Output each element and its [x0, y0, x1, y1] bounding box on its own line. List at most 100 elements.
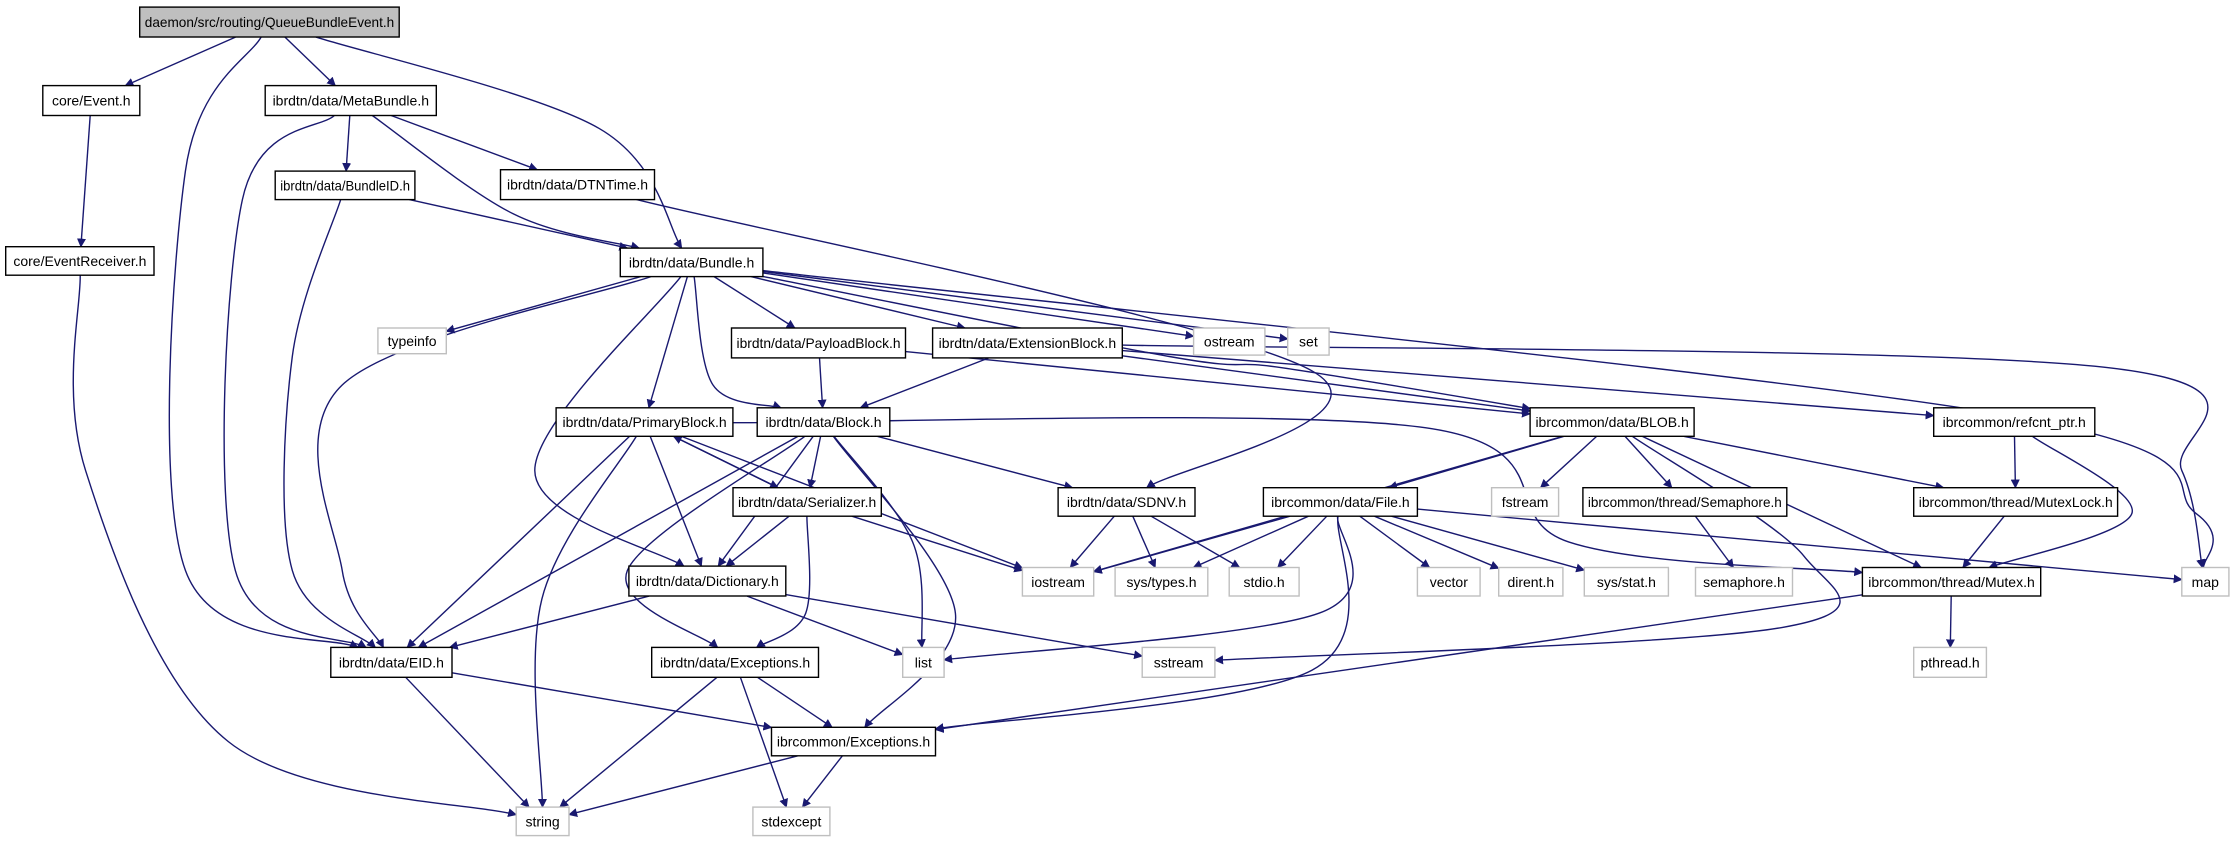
node-dtntime[interactable]: ibrdtn/data/DTNTime.h [499, 168, 656, 201]
node-string: string [515, 806, 570, 837]
edge-bundle-to-ostream [762, 272, 1195, 340]
node-box [2181, 566, 2230, 597]
node-box [1583, 566, 1670, 597]
edge-serializer-to-iostream [851, 515, 1024, 573]
edge-refcnt-to-mutex [1988, 435, 2133, 569]
node-label: vector [1430, 574, 1468, 590]
edge-mutex-to-pthread [1945, 596, 1955, 649]
node-box [619, 247, 764, 278]
node-dtnexceptions[interactable]: ibrdtn/data/Exceptions.h [651, 646, 820, 679]
node-label: fstream [1502, 494, 1549, 510]
node-stdexcept: stdexcept [752, 806, 831, 837]
edge-file-to-sysstat [1391, 515, 1586, 573]
node-vector: vector [1416, 566, 1481, 597]
node-label: ibrdtn/data/Exceptions.h [660, 654, 810, 670]
node-event[interactable]: core/Event.h [42, 84, 141, 117]
node-box [756, 407, 891, 437]
node-box [377, 327, 447, 355]
node-label: ibrdtn/data/Bundle.h [629, 254, 754, 270]
edge-eventreceiver-to-string [72, 275, 518, 818]
node-blob[interactable]: ibrcommon/data/BLOB.h [1529, 407, 1695, 437]
node-box [1912, 487, 2119, 517]
edge-payloadblock-to-block [817, 357, 827, 409]
edge-qbe-to-eid [168, 36, 359, 649]
node-bundle[interactable]: ibrdtn/data/Bundle.h [619, 247, 764, 278]
node-box [264, 84, 438, 117]
node-semaphore[interactable]: ibrcommon/thread/Semaphore.h [1582, 487, 1788, 517]
edge-qbe-to-bundle [315, 36, 683, 249]
node-box [42, 84, 141, 117]
edge-file-to-map [1417, 508, 2183, 584]
node-ostream: ostream [1192, 327, 1266, 356]
edges-layer [72, 36, 2214, 818]
node-payloadblock[interactable]: ibrdtn/data/PayloadBlock.h [730, 327, 907, 359]
node-comexceptions[interactable]: ibrcommon/Exceptions.h [770, 726, 937, 757]
node-extensionblock[interactable]: ibrdtn/data/ExtensionBlock.h [931, 327, 1123, 359]
edge-block-to-serializer [807, 436, 822, 489]
node-systypes: sys/types.h [1114, 566, 1209, 597]
node-label: ibrdtn/data/MetaBundle.h [273, 93, 429, 109]
node-box [555, 407, 734, 437]
node-qbe[interactable]: daemon/src/routing/QueueBundleEvent.h [138, 6, 400, 38]
node-box [732, 487, 883, 517]
node-box [1932, 407, 2096, 437]
edge-dtnexceptions-to-string [559, 676, 718, 808]
node-block[interactable]: ibrdtn/data/Block.h [756, 407, 891, 437]
node-label: ibrdtn/data/ExtensionBlock.h [939, 335, 1116, 351]
node-eid[interactable]: ibrdtn/data/EID.h [330, 646, 453, 679]
node-label: ibrdtn/data/BundleID.h [280, 177, 410, 193]
edge-primaryblock-to-string [534, 436, 637, 808]
node-file[interactable]: ibrcommon/data/File.h [1262, 487, 1419, 517]
node-stdio: stdio.h [1228, 566, 1300, 597]
node-box [902, 646, 945, 679]
node-label: list [915, 654, 932, 670]
node-box [1141, 646, 1216, 679]
edge-primaryblock-to-dictionary [649, 436, 703, 567]
edge-eid-to-comexceptions [451, 672, 773, 731]
edge-dictionary-to-sstream [785, 593, 1144, 660]
node-label: dirent.h [1507, 574, 1554, 590]
node-refcnt[interactable]: ibrcommon/refcnt_ptr.h [1932, 407, 2096, 437]
node-sdnv[interactable]: ibrdtn/data/SDNV.h [1057, 487, 1196, 517]
edge-dictionary-to-eid [448, 595, 650, 650]
node-primaryblock[interactable]: ibrdtn/data/PrimaryBlock.h [555, 407, 734, 437]
edge-event-to-eventreceiver [76, 115, 91, 248]
edge-dtnexceptions-to-comexceptions [757, 676, 833, 728]
node-fstream: fstream [1490, 487, 1560, 517]
node-dictionary[interactable]: ibrdtn/data/Dictionary.h [628, 565, 787, 597]
node-label: typeinfo [388, 333, 437, 349]
edge-semaphore-to-semaphoreh [1694, 515, 1734, 569]
node-box [1192, 327, 1266, 356]
node-sysstat: sys/stat.h [1583, 566, 1670, 597]
edge-eid-to-string [405, 676, 530, 808]
node-sstream: sstream [1141, 646, 1216, 679]
node-serializer[interactable]: ibrdtn/data/Serializer.h [732, 487, 883, 517]
edge-metabundle-to-bundle [371, 114, 641, 251]
node-label: sstream [1154, 654, 1204, 670]
node-label: set [1299, 334, 1318, 350]
node-label: ibrdtn/data/Dictionary.h [636, 573, 779, 589]
edge-block-to-sdnv [877, 435, 1074, 490]
edge-metabundle-to-dtntime [390, 114, 539, 172]
node-label: string [525, 813, 559, 829]
edge-primaryblock-to-eid [406, 435, 630, 649]
node-box [330, 646, 453, 679]
edge-block-to-list [833, 435, 926, 649]
edge-file-to-list [943, 516, 1354, 664]
edge-dtntime-to-sdnv [636, 198, 1332, 489]
node-list: list [902, 646, 945, 679]
edge-bundle-to-payloadblock [713, 276, 796, 329]
node-label: ostream [1204, 334, 1255, 350]
node-label: ibrcommon/data/File.h [1271, 494, 1410, 510]
node-metabundle[interactable]: ibrdtn/data/MetaBundle.h [264, 84, 438, 117]
node-label: ibrdtn/data/SDNV.h [1067, 494, 1186, 510]
node-bundleid[interactable]: ibrdtn/data/BundleID.h [274, 170, 416, 201]
node-label: sys/types.h [1126, 574, 1196, 590]
node-mutex[interactable]: ibrcommon/thread/Mutex.h [1861, 566, 2042, 597]
edge-payloadblock-to-blob [905, 350, 1531, 418]
node-mutexlock[interactable]: ibrcommon/thread/MutexLock.h [1912, 487, 2119, 517]
node-label: map [2192, 574, 2219, 590]
edge-primaryblock-to-mutex [732, 416, 1864, 577]
node-eventreceiver[interactable]: core/EventReceiver.h [4, 245, 155, 276]
node-semaphoreh: semaphore.h [1694, 566, 1794, 597]
